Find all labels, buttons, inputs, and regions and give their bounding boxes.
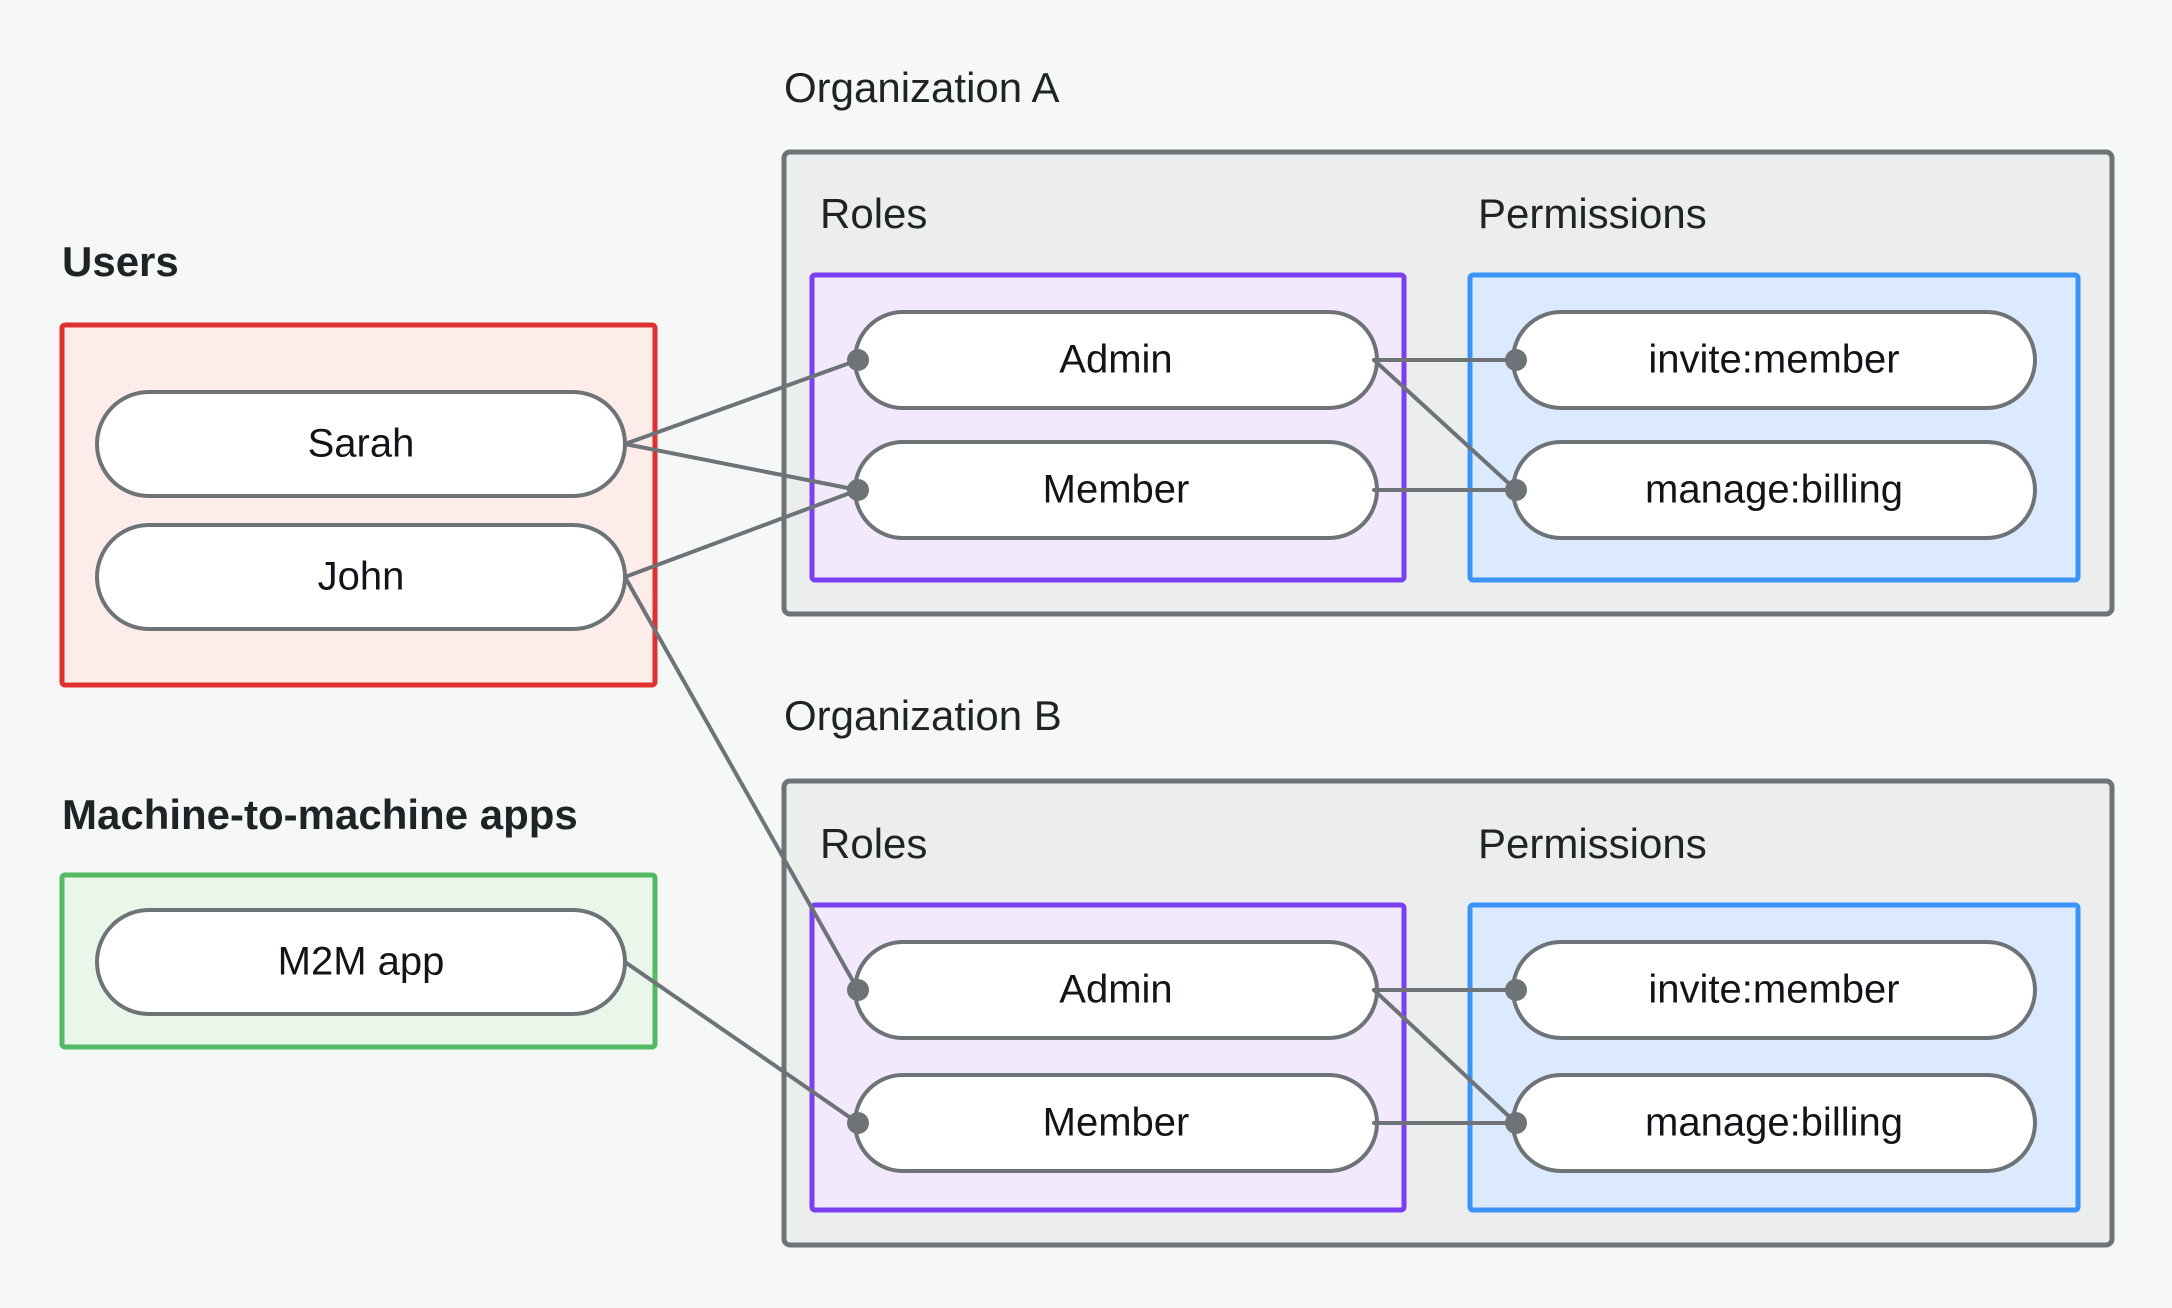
perm-node-a-invite[interactable]: invite:member xyxy=(1511,310,2037,410)
org-b-roles-label: Roles xyxy=(820,820,927,867)
role-label-b-member: Member xyxy=(1043,1101,1190,1145)
connection-dot-a_billing xyxy=(1505,479,1527,501)
m2m-group-label: Machine-to-machine apps xyxy=(62,791,578,838)
connection-dot-b_invite xyxy=(1505,979,1527,1001)
role-node-a-admin[interactable]: Admin xyxy=(853,310,1379,410)
perm-label-b-invite: invite:member xyxy=(1648,968,1899,1012)
role-label-b-admin: Admin xyxy=(1059,968,1172,1012)
org-title-a: Organization A xyxy=(784,64,1060,111)
org-a-permissions-label: Permissions xyxy=(1478,190,1707,237)
connection-b_admin-to-b_billing xyxy=(1372,988,1518,1125)
perm-label-b-billing: manage:billing xyxy=(1645,1101,1903,1145)
role-node-a-member[interactable]: Member xyxy=(853,440,1379,540)
connection-john-to-a_member xyxy=(623,488,860,579)
connection-sarah-to-a_admin xyxy=(623,358,860,446)
connection-dot-b_billing xyxy=(1505,1112,1527,1134)
org-title-b: Organization B xyxy=(784,692,1062,739)
connection-m2mapp-to-b_member xyxy=(623,960,860,1125)
user-node-john[interactable]: John xyxy=(95,523,627,631)
user-label-john: John xyxy=(318,555,405,599)
perm-node-a-billing[interactable]: manage:billing xyxy=(1511,440,2037,540)
connection-a_admin-to-a_billing xyxy=(1372,358,1518,492)
role-node-b-admin[interactable]: Admin xyxy=(853,940,1379,1040)
connection-sarah-to-a_member xyxy=(623,442,860,492)
user-node-sarah[interactable]: Sarah xyxy=(95,390,627,498)
connection-dot-a_member xyxy=(847,479,869,501)
perm-node-b-billing[interactable]: manage:billing xyxy=(1511,1073,2037,1173)
connection-layer xyxy=(623,349,1527,1134)
users-group-label: Users xyxy=(62,238,179,285)
role-label-a-member: Member xyxy=(1043,468,1190,512)
org-a-roles-label: Roles xyxy=(820,190,927,237)
user-label-sarah: Sarah xyxy=(308,422,415,466)
perm-node-b-invite[interactable]: invite:member xyxy=(1511,940,2037,1040)
m2m-node-app[interactable]: M2M app xyxy=(95,908,627,1016)
org-b-permissions-label: Permissions xyxy=(1478,820,1707,867)
connection-dot-a_invite xyxy=(1505,349,1527,371)
connection-dot-a_admin xyxy=(847,349,869,371)
connection-dot-b_admin xyxy=(847,979,869,1001)
role-node-b-member[interactable]: Member xyxy=(853,1073,1379,1173)
connection-john-to-b_admin xyxy=(623,575,860,992)
m2m-label-app: M2M app xyxy=(278,940,445,984)
role-label-a-admin: Admin xyxy=(1059,338,1172,382)
perm-label-a-billing: manage:billing xyxy=(1645,468,1903,512)
perm-label-a-invite: invite:member xyxy=(1648,338,1899,382)
connection-dot-b_member xyxy=(847,1112,869,1134)
